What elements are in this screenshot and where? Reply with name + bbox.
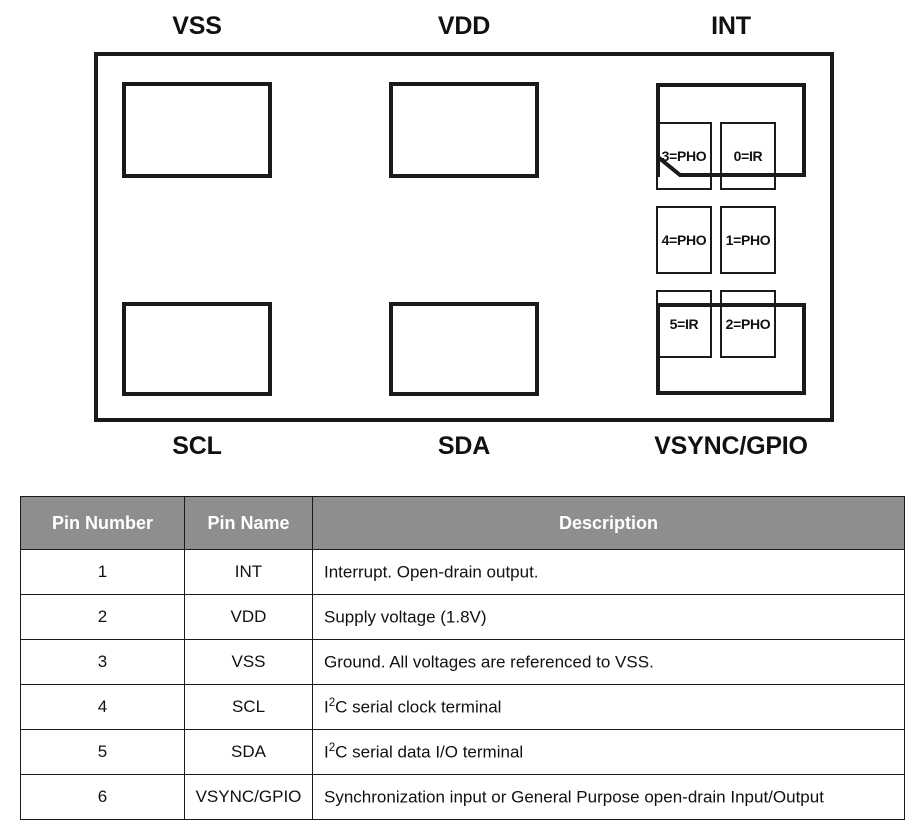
table-header-row: Pin Number Pin Name Description bbox=[20, 496, 905, 550]
pin-label-vss: VSS bbox=[172, 12, 222, 40]
sensor-cell-label: 2=PHO bbox=[725, 316, 771, 332]
cell-pin-number: 3 bbox=[20, 639, 185, 685]
cell-description: I2C serial data I/O terminal bbox=[312, 729, 905, 775]
cell-pin-name: VDD bbox=[184, 594, 313, 640]
table-row: 4 SCL I2C serial clock terminal bbox=[20, 684, 905, 730]
cell-description: Ground. All voltages are referenced to V… bbox=[312, 639, 905, 685]
sensor-cell-2-pho: 2=PHO bbox=[720, 290, 776, 358]
cell-pin-number: 4 bbox=[20, 684, 185, 730]
sensor-cell-label: 1=PHO bbox=[725, 232, 771, 248]
cell-pin-number: 6 bbox=[20, 774, 185, 820]
cell-pin-number: 5 bbox=[20, 729, 185, 775]
sensor-cell-label: 5=IR bbox=[669, 316, 699, 332]
sensor-cell-3-pho: 3=PHO bbox=[656, 122, 712, 190]
pad-vss bbox=[122, 82, 272, 178]
table-row: 3 VSS Ground. All voltages are reference… bbox=[20, 639, 905, 685]
sensor-element-grid: 3=PHO 0=IR 4=PHO 1=PHO 5=IR 2=PHO bbox=[656, 122, 776, 358]
cell-description: I2C serial clock terminal bbox=[312, 684, 905, 730]
package-pinout-diagram: VSS VDD INT 3=PHO 0=IR 4=PHO 1=PHO 5=IR … bbox=[94, 12, 834, 460]
desc-suffix: Synchronization input or General Purpose… bbox=[324, 787, 824, 807]
table-row: 2 VDD Supply voltage (1.8V) bbox=[20, 594, 905, 640]
sensor-cell-0-ir: 0=IR bbox=[720, 122, 776, 190]
desc-superscript: 2 bbox=[328, 741, 336, 754]
pad-int-chamfer-outline bbox=[656, 83, 806, 177]
pin-label-vdd: VDD bbox=[437, 12, 491, 40]
cell-pin-name: VSS bbox=[184, 639, 313, 685]
cell-pin-name: INT bbox=[184, 549, 313, 595]
sensor-cell-1-pho: 1=PHO bbox=[720, 206, 776, 274]
cell-pin-name: SDA bbox=[184, 729, 313, 775]
pad-int bbox=[656, 83, 806, 177]
cell-pin-number: 1 bbox=[20, 549, 185, 595]
table-body: 1 INT Interrupt. Open-drain output. 2 VD… bbox=[20, 549, 905, 820]
pin-label-sda: SDA bbox=[437, 432, 491, 460]
pin-label-scl: SCL bbox=[172, 432, 222, 460]
column-header-pin-number: Pin Number bbox=[20, 496, 185, 550]
sensor-cell-5-ir: 5=IR bbox=[656, 290, 712, 358]
pad-scl bbox=[122, 302, 272, 396]
desc-suffix: Supply voltage (1.8V) bbox=[324, 607, 487, 627]
table-row: 5 SDA I2C serial data I/O terminal bbox=[20, 729, 905, 775]
cell-pin-number: 2 bbox=[20, 594, 185, 640]
cell-description: Interrupt. Open-drain output. bbox=[312, 549, 905, 595]
table-row: 1 INT Interrupt. Open-drain output. bbox=[20, 549, 905, 595]
column-header-description: Description bbox=[312, 496, 905, 550]
column-header-pin-name: Pin Name bbox=[184, 496, 313, 550]
desc-superscript: 2 bbox=[328, 696, 336, 709]
pad-vdd bbox=[389, 82, 539, 178]
pin-description-table: Pin Number Pin Name Description 1 INT In… bbox=[20, 496, 905, 820]
desc-suffix: C serial clock terminal bbox=[335, 697, 502, 717]
sensor-cell-label: 3=PHO bbox=[661, 148, 707, 164]
cell-pin-name: SCL bbox=[184, 684, 313, 730]
cell-description: Supply voltage (1.8V) bbox=[312, 594, 905, 640]
sensor-cell-4-pho: 4=PHO bbox=[656, 206, 712, 274]
pad-sda bbox=[389, 302, 539, 396]
desc-suffix: Interrupt. Open-drain output. bbox=[324, 562, 539, 582]
pin-label-vsync-gpio: VSYNC/GPIO bbox=[654, 432, 808, 460]
cell-pin-name: VSYNC/GPIO bbox=[184, 774, 313, 820]
sensor-cell-label: 0=IR bbox=[733, 148, 763, 164]
desc-suffix: C serial data I/O terminal bbox=[335, 742, 524, 762]
desc-prefix: I bbox=[324, 697, 329, 717]
cell-description: Synchronization input or General Purpose… bbox=[312, 774, 905, 820]
pad-vsync-gpio bbox=[656, 303, 806, 395]
sensor-cell-label: 4=PHO bbox=[661, 232, 707, 248]
pin-label-int: INT bbox=[711, 12, 751, 40]
table-row: 6 VSYNC/GPIO Synchronization input or Ge… bbox=[20, 774, 905, 820]
desc-prefix: I bbox=[324, 742, 329, 762]
desc-suffix: Ground. All voltages are referenced to V… bbox=[324, 652, 654, 672]
